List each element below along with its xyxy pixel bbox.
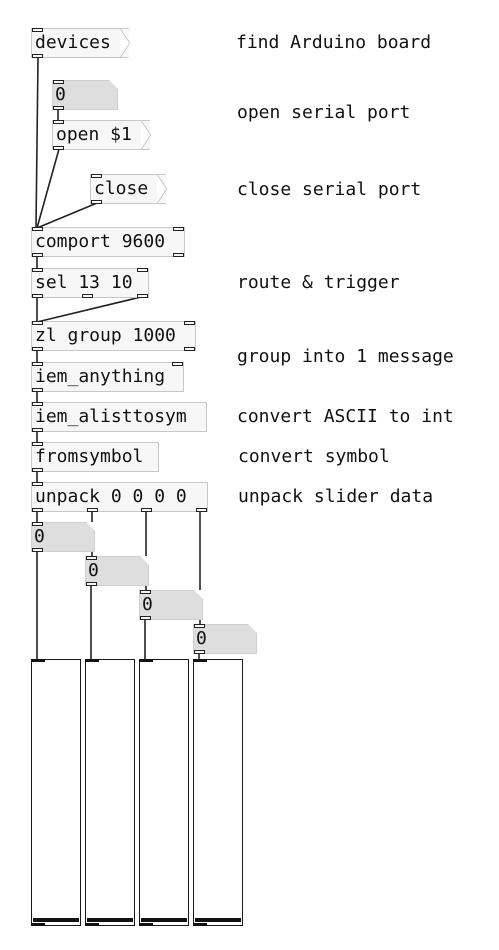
outlet[interactable] <box>82 294 93 298</box>
iem-anything-object-label: iem_anything <box>35 366 166 387</box>
port-number-value: 0 <box>55 84 66 105</box>
slider-knob[interactable] <box>33 918 79 922</box>
comment-close-port: close serial port <box>237 179 422 200</box>
slider-inlet[interactable] <box>85 659 99 662</box>
slider-outlet[interactable] <box>31 923 45 926</box>
inlet[interactable] <box>140 590 151 594</box>
comment-group: group into 1 message <box>237 346 454 367</box>
sel-object-label: sel 13 10 <box>35 272 133 293</box>
outlet[interactable] <box>53 146 64 150</box>
inlet[interactable] <box>32 321 43 325</box>
comment-find-board: find Arduino board <box>236 32 432 53</box>
outlet[interactable] <box>173 253 184 257</box>
comment-convert-ascii: convert ASCII to int <box>237 406 454 427</box>
inlet[interactable] <box>32 442 43 446</box>
slider-2-number-value: 0 <box>88 560 99 581</box>
devices-message-label: devices <box>35 32 111 53</box>
outlet[interactable] <box>184 347 195 351</box>
outlet[interactable] <box>196 508 207 512</box>
outlet[interactable] <box>137 294 148 298</box>
devices-message[interactable]: devices <box>31 28 130 58</box>
fromsymbol-object-label: fromsymbol <box>35 446 144 467</box>
inlet[interactable] <box>32 522 43 526</box>
outlet[interactable] <box>91 200 102 204</box>
outlet[interactable] <box>140 616 151 620</box>
inlet[interactable] <box>32 227 43 231</box>
slider-outlet[interactable] <box>193 923 207 926</box>
slider-knob[interactable] <box>87 918 133 922</box>
inlet[interactable] <box>53 80 64 84</box>
zl-group-object-label: zl group 1000 <box>35 325 176 346</box>
outlet[interactable] <box>32 388 43 392</box>
slider-inlet[interactable] <box>193 659 207 662</box>
comport-object-label: comport 9600 <box>35 231 166 252</box>
outlet[interactable] <box>32 468 43 472</box>
iem-anything-object[interactable]: iem_anything <box>31 362 184 392</box>
outlet[interactable] <box>32 54 43 58</box>
inlet[interactable] <box>53 120 64 124</box>
outlet[interactable] <box>87 508 98 512</box>
unpack-object-label: unpack 0 0 0 0 <box>35 486 187 507</box>
vertical-slider-1[interactable] <box>31 659 81 926</box>
outlet[interactable] <box>53 106 64 110</box>
sel-object[interactable]: sel 13 10 <box>31 268 149 298</box>
inlet[interactable] <box>137 268 148 272</box>
slider-1-number-value: 0 <box>34 526 45 547</box>
slider-2-number-box[interactable]: 0 <box>85 556 149 586</box>
inlet[interactable] <box>32 482 43 486</box>
slider-1-number-box[interactable]: 0 <box>31 522 95 552</box>
close-port-message-label: close <box>94 178 149 199</box>
comment-convert-symbol: convert symbol <box>238 446 390 467</box>
inlet[interactable] <box>32 28 43 32</box>
slider-outlet[interactable] <box>85 923 99 926</box>
slider-4-number-value: 0 <box>196 628 207 649</box>
open-port-message-label: open $1 <box>56 124 132 145</box>
slider-inlet[interactable] <box>139 659 153 662</box>
comport-object[interactable]: comport 9600 <box>31 227 185 257</box>
slider-3-number-value: 0 <box>142 594 153 615</box>
inlet[interactable] <box>32 362 43 366</box>
outlet[interactable] <box>32 428 43 432</box>
slider-outlet[interactable] <box>139 923 153 926</box>
inlet[interactable] <box>86 556 97 560</box>
comment-open-port: open serial port <box>237 102 411 123</box>
fromsymbol-object[interactable]: fromsymbol <box>31 442 159 472</box>
outlet[interactable] <box>32 347 43 351</box>
outlet[interactable] <box>32 253 43 257</box>
inlet[interactable] <box>172 362 183 366</box>
comment-route: route & trigger <box>237 272 400 293</box>
port-number-box[interactable]: 0 <box>52 80 118 110</box>
outlet[interactable] <box>32 548 43 552</box>
close-port-message[interactable]: close <box>90 174 167 204</box>
outlet[interactable] <box>86 582 97 586</box>
vertical-slider-4[interactable] <box>193 659 243 926</box>
comment-unpack-slider: unpack slider data <box>238 486 434 507</box>
inlet[interactable] <box>32 268 43 272</box>
unpack-object[interactable]: unpack 0 0 0 0 <box>31 482 208 512</box>
vertical-slider-2[interactable] <box>85 659 135 926</box>
zl-group-object[interactable]: zl group 1000 <box>31 321 196 351</box>
slider-knob[interactable] <box>141 918 187 922</box>
inlet[interactable] <box>194 624 205 628</box>
vertical-slider-3[interactable] <box>139 659 189 926</box>
inlet[interactable] <box>32 402 43 406</box>
outlet[interactable] <box>32 294 43 298</box>
outlet[interactable] <box>194 650 205 654</box>
slider-knob[interactable] <box>195 918 241 922</box>
open-port-message[interactable]: open $1 <box>52 120 151 150</box>
inlet[interactable] <box>184 321 195 325</box>
outlet[interactable] <box>141 508 152 512</box>
inlet[interactable] <box>173 227 184 231</box>
slider-3-number-box[interactable]: 0 <box>139 590 203 620</box>
slider-4-number-box[interactable]: 0 <box>193 624 257 654</box>
inlet[interactable] <box>91 174 102 178</box>
iem-alisttosym-object[interactable]: iem_alisttosym <box>31 402 207 432</box>
slider-inlet[interactable] <box>31 659 45 662</box>
iem-alisttosym-object-label: iem_alisttosym <box>35 406 187 427</box>
outlet[interactable] <box>32 508 43 512</box>
